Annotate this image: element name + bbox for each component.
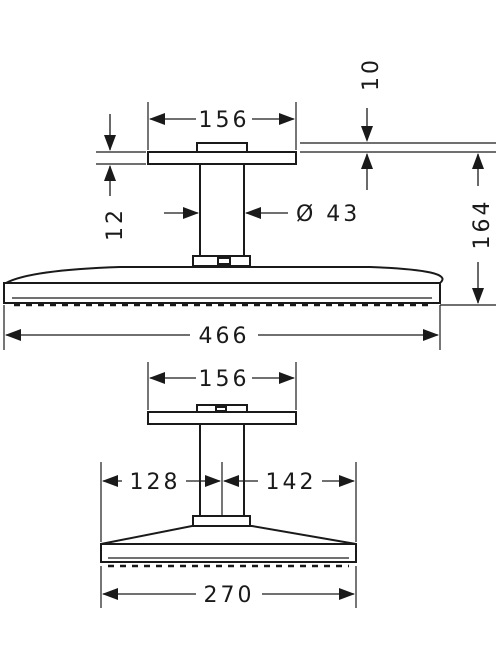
dim-label-side-left-offset: 128 — [130, 470, 181, 495]
dim-label-front-arm-diameter: Ø 43 — [296, 202, 360, 227]
dim-label-side-right-offset: 142 — [266, 470, 317, 495]
front-arm — [192, 163, 251, 267]
dim-side-plate-width: 156 — [147, 362, 297, 410]
front-ceiling-plate — [147, 142, 297, 165]
dim-side-head-depth: 270 — [100, 566, 357, 608]
dim-label-front-plate-width: 156 — [199, 108, 250, 133]
dim-label-side-head-depth: 270 — [204, 583, 255, 608]
dim-label-front-plate-thickness: 10 — [359, 57, 384, 91]
dim-label-front-arm-gap: 12 — [103, 207, 128, 241]
dim-side-offsets: 128 142 — [100, 462, 357, 542]
dim-front-arm-diameter: Ø 43 — [164, 202, 360, 227]
side-ceiling-plate — [147, 404, 297, 425]
side-view: 156 128 142 270 — [100, 362, 357, 608]
dim-front-overall-height: 164 — [440, 153, 496, 306]
front-shower-head — [3, 266, 444, 307]
dim-front-overall-width: 466 — [3, 305, 441, 350]
dim-front-plate-width: 156 — [147, 102, 297, 150]
side-shower-head — [100, 525, 357, 568]
dim-front-plate-thickness: 10 — [300, 57, 496, 190]
dim-label-side-plate-width: 156 — [199, 367, 250, 392]
dim-label-front-overall-width: 466 — [199, 324, 250, 349]
dim-front-arm-gap: 12 — [96, 114, 146, 241]
front-view: 156 10 12 Ø 43 — [3, 57, 496, 350]
dim-label-front-overall-height: 164 — [470, 199, 495, 250]
